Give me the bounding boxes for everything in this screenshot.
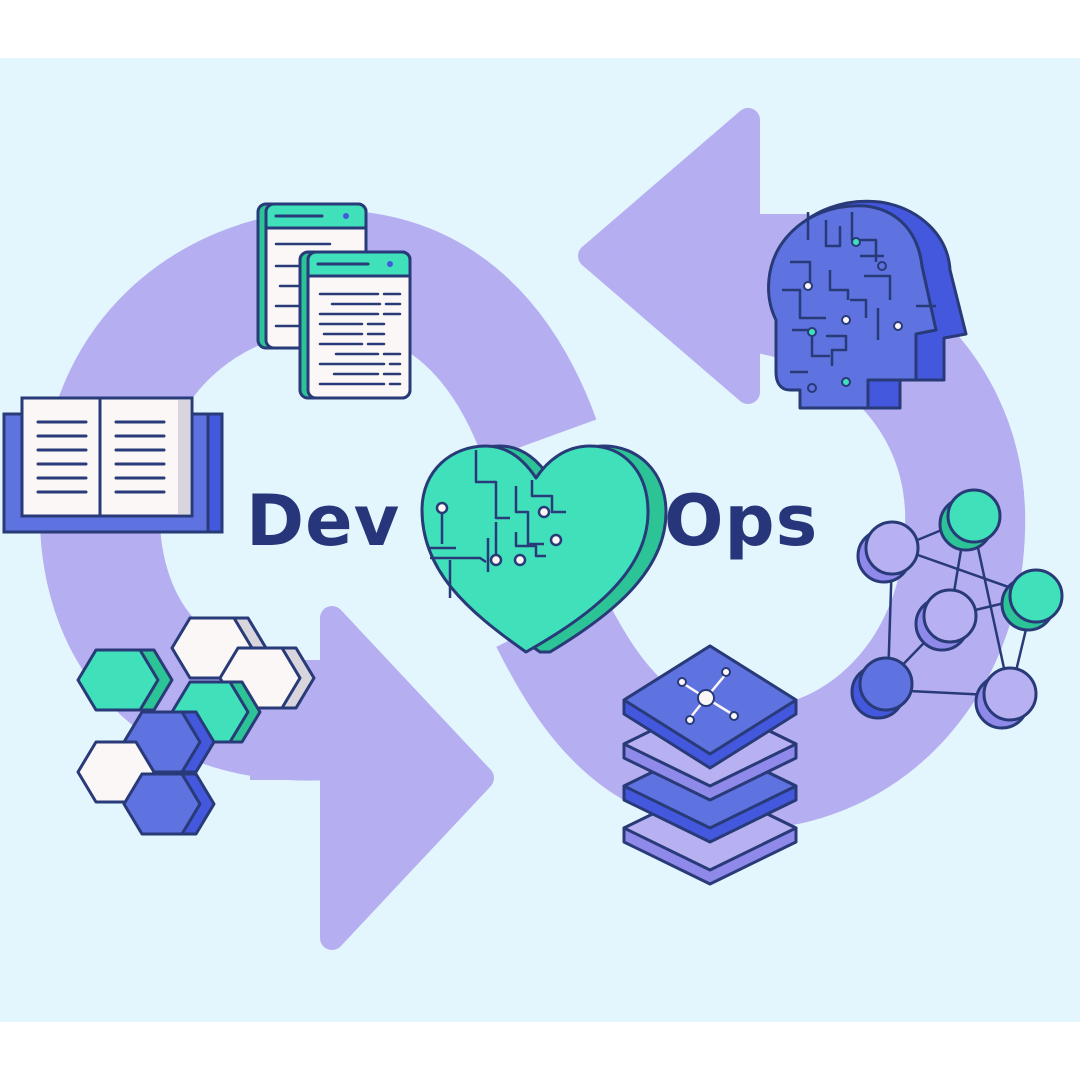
network-graph-icon [850, 488, 1064, 730]
devops-loop-illustration [2, 108, 1064, 950]
layer-stack-icon [622, 644, 798, 886]
ai-head-icon [767, 199, 968, 410]
arrowhead-left [578, 108, 760, 404]
title-ops-word: Ops [664, 480, 819, 562]
hexagon-cluster-icon [76, 616, 316, 836]
open-book-icon [2, 396, 224, 534]
arrowhead-right [320, 606, 494, 950]
title-dev-word: Dev [246, 480, 401, 562]
illustration-panel: Dev Ops [0, 58, 1080, 1022]
code-documents-icon [256, 202, 412, 400]
circuit-heart-icon [420, 444, 668, 654]
